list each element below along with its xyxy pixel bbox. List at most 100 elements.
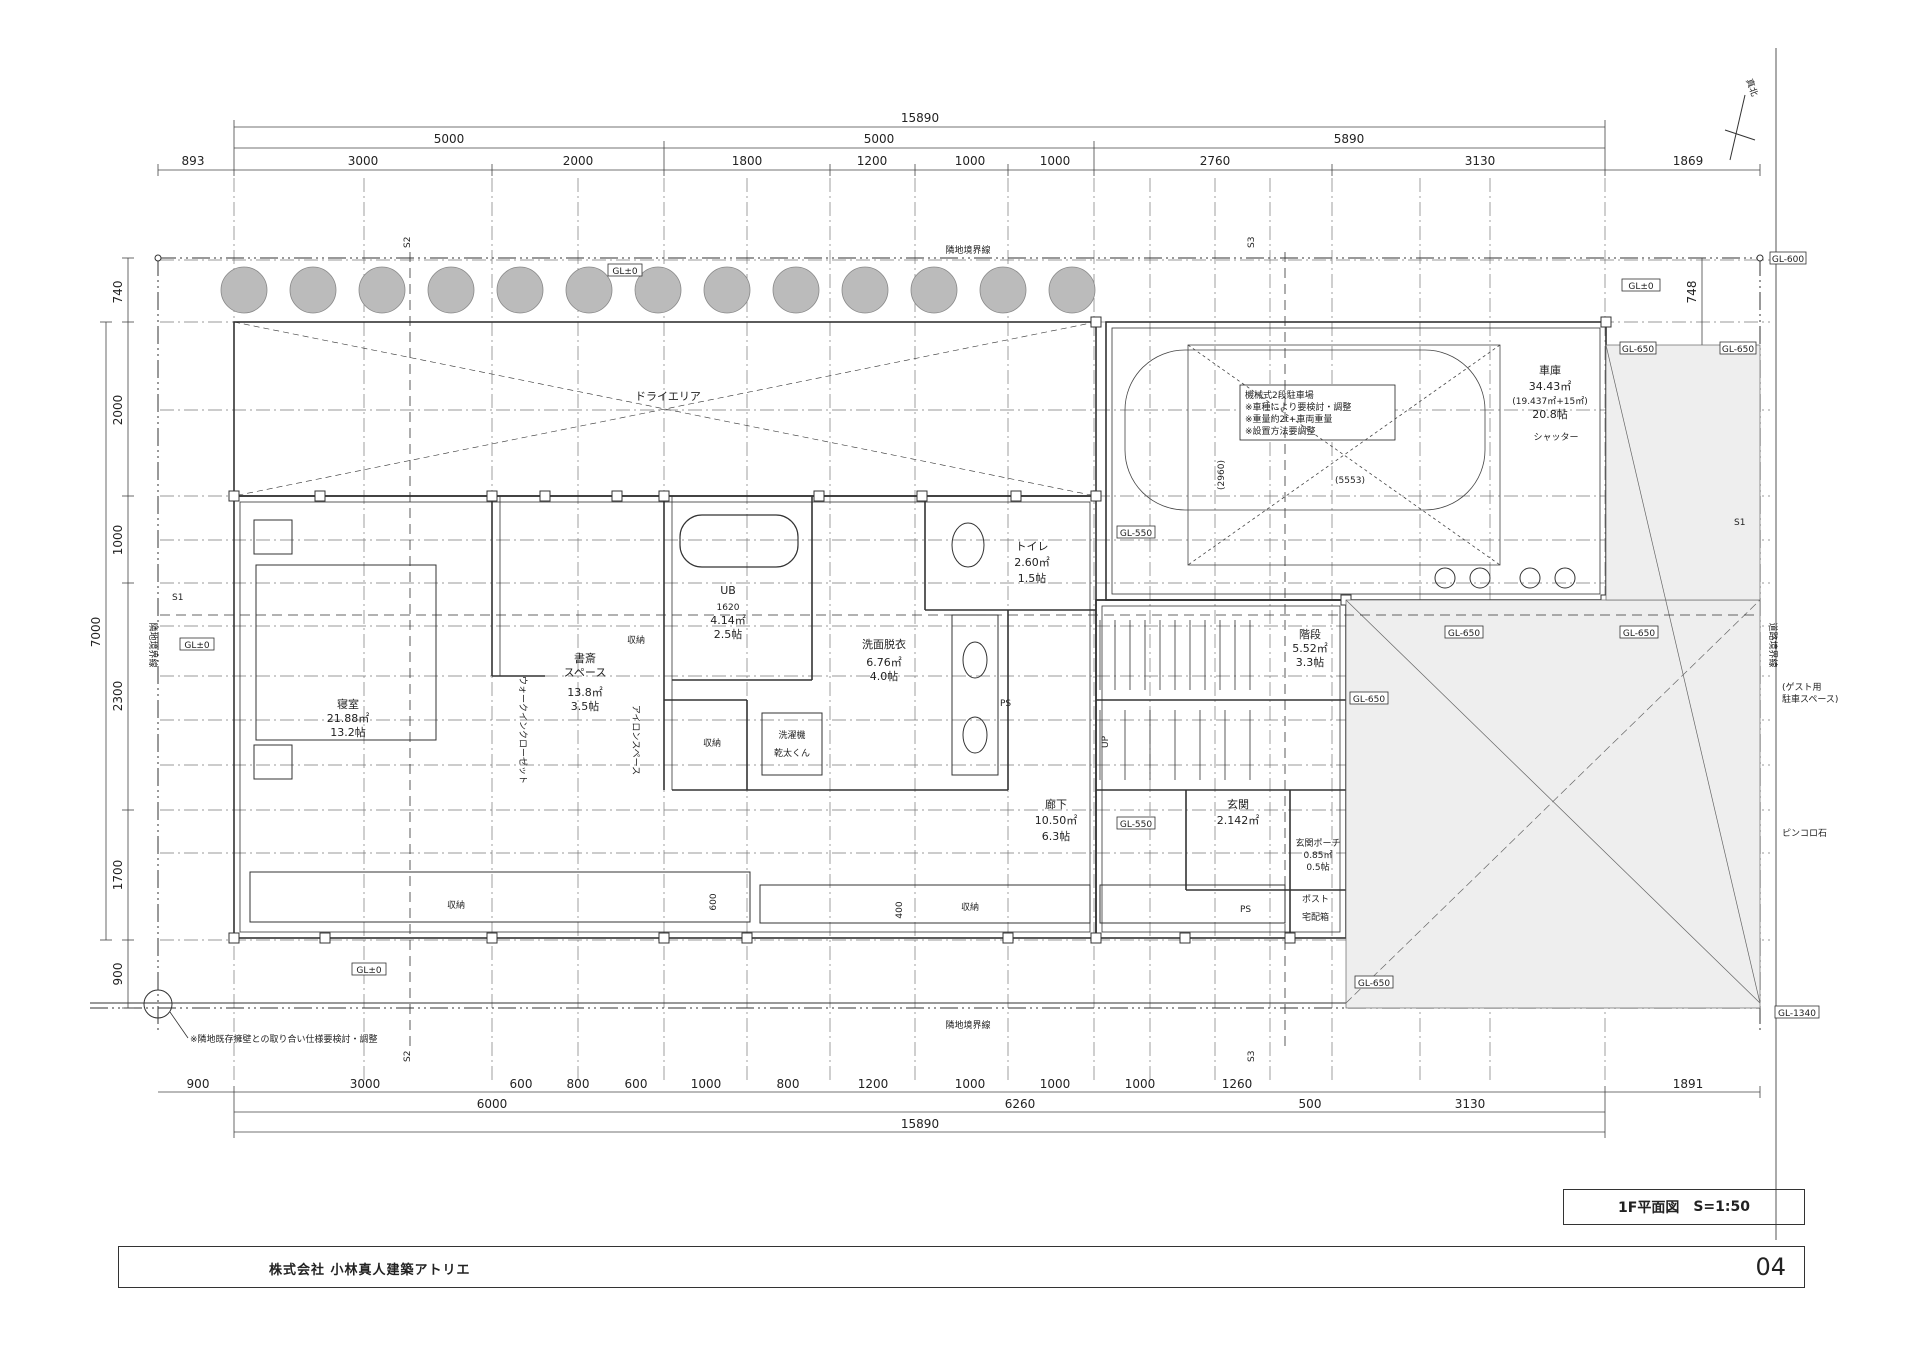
dim-bottom-13: 1891 bbox=[1673, 1077, 1704, 1091]
level-1: GL±0 bbox=[612, 267, 638, 277]
dim-bottom-8: 1200 bbox=[858, 1077, 889, 1091]
bed bbox=[255, 564, 437, 741]
ps-label-2: PS bbox=[1240, 905, 1251, 915]
storage-label-3: 収納 bbox=[447, 899, 465, 911]
dim-bottom-l2-4: 3130 bbox=[1455, 1097, 1486, 1111]
porch-name: 玄関ポーチ bbox=[1295, 837, 1340, 849]
dim-left-3: 1000 bbox=[111, 525, 125, 556]
boundary-note: ※隣地既存擁壁との取り合い仕様要検討・調整 bbox=[190, 1033, 377, 1045]
corridor-tatami: 6.3帖 bbox=[1042, 830, 1071, 843]
washroom-name: 洗面脱衣 bbox=[862, 637, 906, 651]
drawing-title: 1F平面図 bbox=[1618, 1200, 1680, 1216]
dim-top-l3-4: 1800 bbox=[732, 154, 763, 168]
ub-tatami: 2.5帖 bbox=[714, 628, 743, 641]
storage-label-1: 収納 bbox=[627, 634, 645, 646]
section-mark-s2-bottom: S2 bbox=[403, 1051, 413, 1062]
drawing-scale: S=1:50 bbox=[1693, 1199, 1750, 1215]
iron-space-label: アイロンスペース bbox=[630, 705, 640, 775]
bedroom-tatami: 13.2帖 bbox=[330, 726, 366, 739]
dim-bottom-6: 1000 bbox=[691, 1077, 722, 1091]
level-5: GL-650 bbox=[1722, 345, 1755, 355]
vanity bbox=[951, 614, 999, 776]
bedroom-area: 21.88㎡ bbox=[327, 712, 370, 725]
drawing-title-box: 1F平面図 S=1:50 bbox=[1563, 1189, 1805, 1225]
walk-in-label: ウォークインクローゼット bbox=[517, 676, 529, 784]
dim-right-1: 748 bbox=[1685, 281, 1699, 304]
dim-bottom-total: 15890 bbox=[901, 1117, 939, 1131]
study-area: 13.8㎡ bbox=[567, 686, 603, 699]
level-8: GL-650 bbox=[1448, 629, 1481, 639]
pit-width: (2960) bbox=[1217, 460, 1227, 490]
washing-machine bbox=[761, 712, 823, 776]
dim-bottom-l2-2: 6260 bbox=[1005, 1097, 1036, 1111]
page-number: 04 bbox=[1755, 1253, 1786, 1281]
post-label: ポスト bbox=[1302, 894, 1329, 905]
top-dimensions bbox=[157, 120, 1761, 176]
storage-label-4: 収納 bbox=[961, 901, 979, 913]
level-9: GL-650 bbox=[1623, 629, 1656, 639]
dim-left-6: 900 bbox=[111, 963, 125, 986]
dim-bottom-10: 1000 bbox=[1040, 1077, 1071, 1091]
dim-top-l3-3: 2000 bbox=[563, 154, 594, 168]
ub-name: UB bbox=[720, 584, 736, 597]
dim-left-5: 1700 bbox=[111, 860, 125, 891]
level-2: GL±0 bbox=[1628, 282, 1654, 292]
ps-label-1: PS bbox=[1000, 699, 1011, 709]
garage-tatami: 20.8帖 bbox=[1532, 408, 1568, 421]
level-14: GL±0 bbox=[184, 641, 210, 651]
dim-top-l2-1: 5000 bbox=[434, 132, 465, 146]
dim-bottom-5: 600 bbox=[625, 1077, 648, 1091]
dim-400: 400 bbox=[895, 901, 905, 918]
stairs-name: 階段 bbox=[1299, 627, 1321, 641]
parking-lift bbox=[1124, 344, 1501, 566]
dim-600: 600 bbox=[709, 893, 719, 910]
ub-area: 4.14㎡ bbox=[710, 614, 746, 627]
shutter-label: シャッター bbox=[1533, 432, 1578, 443]
bathtub bbox=[679, 514, 799, 568]
dim-top-l2-2: 5000 bbox=[864, 132, 895, 146]
dim-bottom-l2-1: 6000 bbox=[477, 1097, 508, 1111]
dim-top-l3-6: 1000 bbox=[955, 154, 986, 168]
garage-calc: (19.437㎡+15㎡) bbox=[1512, 396, 1588, 407]
study-name: 書斎 bbox=[574, 651, 596, 665]
dim-bottom-2: 3000 bbox=[350, 1077, 381, 1091]
bicycles bbox=[1434, 567, 1576, 589]
study-tatami: 3.5帖 bbox=[571, 700, 600, 713]
dim-top-l3-10: 1869 bbox=[1673, 154, 1704, 168]
stairs-treads bbox=[1099, 620, 1251, 780]
parking-lift-title: 機械式2段駐車場 bbox=[1245, 389, 1314, 401]
stairs-tatami: 3.3帖 bbox=[1296, 656, 1325, 669]
study-name2: スペース bbox=[564, 666, 607, 679]
washroom-tatami: 4.0帖 bbox=[870, 670, 899, 683]
pinkoro-label: ピンコロ石 bbox=[1782, 828, 1827, 839]
dim-bottom-12: 1260 bbox=[1222, 1077, 1253, 1091]
dim-bottom-4: 800 bbox=[567, 1077, 590, 1091]
toilet-area: 2.60㎡ bbox=[1014, 556, 1050, 569]
dim-top-total: 15890 bbox=[901, 111, 939, 125]
level-4: GL-650 bbox=[1622, 345, 1655, 355]
sink-1 bbox=[962, 641, 988, 679]
level-11: GL±0 bbox=[356, 966, 382, 976]
dim-bottom-1: 900 bbox=[187, 1077, 210, 1091]
company-name: 株式会社 小林真人建築アトリエ bbox=[269, 1263, 471, 1278]
bottom-dimensions bbox=[158, 1086, 1761, 1138]
boundary-bottom-label: 隣地境界線 bbox=[945, 1019, 990, 1031]
dim-bottom-3: 600 bbox=[510, 1077, 533, 1091]
ub-size: 1620 bbox=[717, 603, 740, 613]
bedroom-name: 寝室 bbox=[337, 697, 359, 711]
level-12: GL-650 bbox=[1358, 979, 1391, 989]
garage-name: 車庫 bbox=[1539, 363, 1561, 377]
bedside-table-1 bbox=[253, 519, 293, 555]
dim-top-l3-9: 3130 bbox=[1465, 154, 1496, 168]
toilet-name: トイレ bbox=[1016, 540, 1049, 553]
parking-lift-note1: ※車種により要検討・調整 bbox=[1245, 401, 1351, 413]
dim-bottom-7: 800 bbox=[777, 1077, 800, 1091]
toilet-tatami: 1.5帖 bbox=[1018, 572, 1047, 585]
parking-lift-note2: ※重量約2t+車両重量 bbox=[1245, 413, 1332, 425]
section-mark-s3-top: S3 bbox=[1247, 237, 1257, 248]
level-7: GL-550 bbox=[1120, 820, 1153, 830]
entrance-name: 玄関 bbox=[1227, 797, 1249, 811]
dim-bottom-l2-3: 500 bbox=[1299, 1097, 1322, 1111]
level-3: GL-600 bbox=[1772, 255, 1805, 265]
